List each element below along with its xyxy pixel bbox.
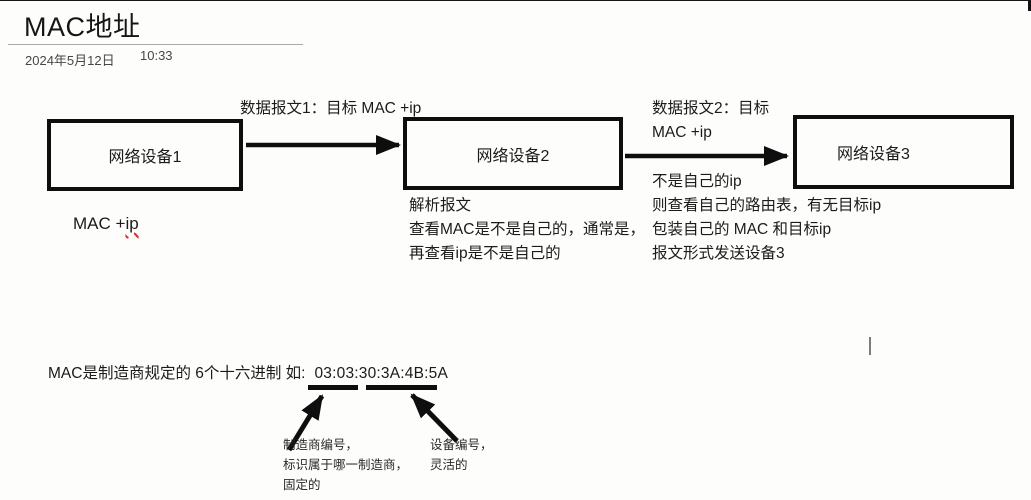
- screen-edge-artifact: [1028, 1, 1031, 11]
- vendor-annotation-line: 制造商编号，: [283, 438, 359, 452]
- device3-note-line: 则查看自己的路由表，有无目标ip: [652, 197, 882, 214]
- device1-note[interactable]: MAC +ip: [73, 212, 139, 236]
- vendor-annotation-line: 固定的: [283, 478, 321, 492]
- packet2-label-line2: MAC +ip: [652, 124, 712, 141]
- page-title[interactable]: MAC地址: [24, 12, 141, 42]
- mac-vendor-part: 03:03:30: [314, 365, 377, 382]
- mac-device-part: :3A:4B:5A: [376, 365, 449, 382]
- device2-note-line: 再查看ip是不是自己的: [409, 245, 561, 262]
- device1-note-spellchecked-word: ip: [125, 214, 139, 233]
- device-annotation[interactable]: 设备编号， 灵活的: [430, 435, 493, 475]
- text-cursor-caret: [869, 337, 871, 355]
- vendor-annotation-line: 标识属于哪一制造商，: [283, 458, 409, 472]
- packet2-arrow-label[interactable]: 数据报文2：目标 MAC +ip: [652, 97, 769, 145]
- device2-box[interactable]: 网络设备2: [403, 117, 623, 190]
- device2-notes[interactable]: 解析报文 查看MAC是不是自己的，通常是， 再查看ip是不是自己的: [409, 194, 645, 266]
- page-time[interactable]: 10:33: [140, 48, 173, 63]
- device3-note-line: 报文形式发送设备3: [652, 245, 785, 262]
- mac-example-intro: MAC是制造商规定的 6个十六进制 如:: [48, 365, 306, 382]
- title-underline-rule: [8, 44, 303, 45]
- device3-notes[interactable]: 不是自己的ip 则查看自己的路由表，有无目标ip 包装自己的 MAC 和目标ip…: [652, 170, 881, 266]
- page-date[interactable]: 2024年5月12日: [25, 53, 115, 68]
- device3-note-line: 包装自己的 MAC 和目标ip: [652, 221, 832, 238]
- device3-note-line: 不是自己的ip: [652, 173, 742, 190]
- mac-example-line[interactable]: MAC是制造商规定的 6个十六进制 如: 03:03:30:3A:4B:5A: [48, 362, 448, 386]
- vendor-annotation[interactable]: 制造商编号， 标识属于哪一制造商， 固定的: [283, 435, 408, 495]
- device-annotation-line: 灵活的: [430, 458, 468, 472]
- device3-label: 网络设备3: [837, 146, 910, 163]
- device-part-underline: [366, 385, 437, 390]
- device1-box[interactable]: 网络设备1: [47, 119, 243, 191]
- packet2-label-line1: 数据报文2：目标: [652, 100, 770, 117]
- device2-label: 网络设备2: [476, 147, 550, 165]
- device3-box[interactable]: 网络设备3: [793, 115, 1014, 189]
- device2-note-line: 查看MAC是不是自己的，通常是，: [409, 221, 645, 238]
- device2-note-line: 解析报文: [409, 197, 472, 214]
- device1-note-prefix: MAC +: [73, 214, 126, 233]
- vendor-part-underline: [308, 385, 358, 390]
- device-annotation-line: 设备编号，: [430, 438, 493, 452]
- device1-label: 网络设备1: [108, 149, 182, 166]
- packet1-arrow-label[interactable]: 数据报文1：目标 MAC +ip: [240, 100, 422, 117]
